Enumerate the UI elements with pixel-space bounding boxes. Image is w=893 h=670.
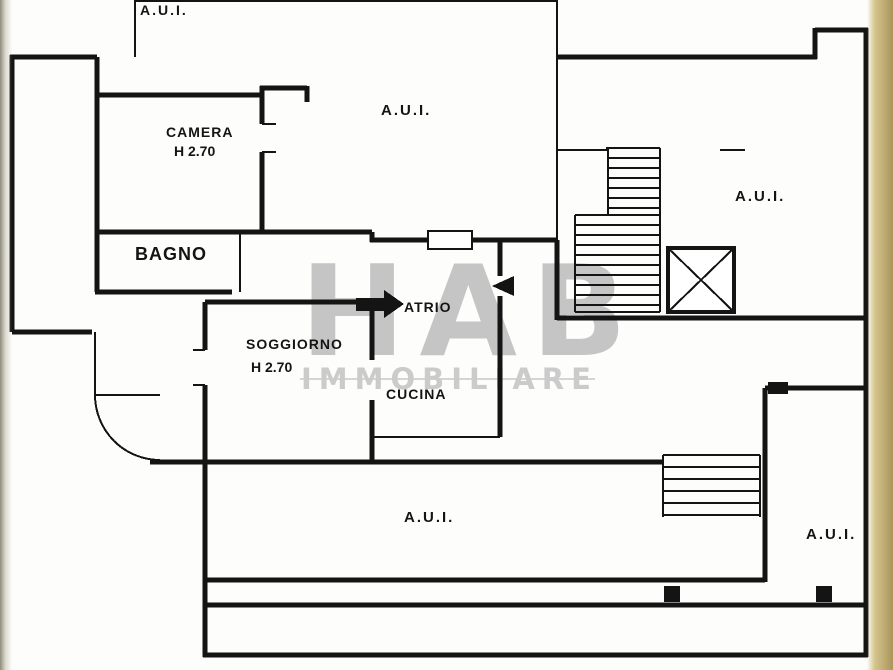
entrance-arrow-right-icon (356, 290, 404, 318)
radiator-block (427, 230, 473, 250)
room-label-aui-main: A.U.I. (381, 102, 432, 119)
room-label-aui-bottom: A.U.I. (404, 509, 455, 526)
thin-lines (94, 0, 745, 438)
room-label-aui-bottom-right: A.U.I. (806, 526, 857, 543)
entrance-arrow-left-icon (492, 276, 514, 296)
room-label-atrio: ATRIO (404, 299, 452, 315)
walls (9, 27, 869, 658)
room-label-camera-height: H 2.70 (174, 143, 216, 159)
room-label-aui-top: A.U.I. (140, 2, 188, 18)
room-label-cucina: CUCINA (386, 386, 447, 402)
elevator-x-icon (666, 246, 736, 314)
external-steps (662, 454, 761, 517)
pillars (664, 382, 832, 602)
room-label-soggiorno: SOGGIORNO (246, 336, 343, 352)
room-label-bagno: BAGNO (135, 244, 207, 264)
room-label-camera: CAMERA (166, 124, 234, 140)
watermark-rule (300, 378, 595, 380)
room-label-aui-right: A.U.I. (735, 188, 786, 205)
staircase-icon (574, 147, 661, 313)
door-swing-arc-icon (94, 394, 161, 461)
room-label-soggiorno-height: H 2.70 (251, 359, 293, 375)
